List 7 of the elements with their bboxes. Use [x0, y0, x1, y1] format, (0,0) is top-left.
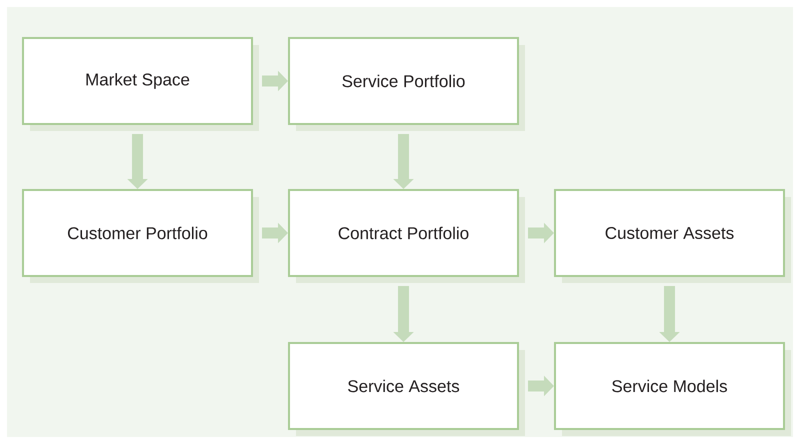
process-box: Service Portfolio [288, 37, 519, 125]
process-box: Customer Assets [554, 189, 785, 277]
process-box: Contract Portfolio [288, 189, 519, 277]
process-box: Customer Portfolio [22, 189, 253, 277]
process-box: Service Assets [288, 342, 519, 430]
process-box: Service Models [554, 342, 785, 430]
process-box: Market Space [22, 37, 253, 125]
